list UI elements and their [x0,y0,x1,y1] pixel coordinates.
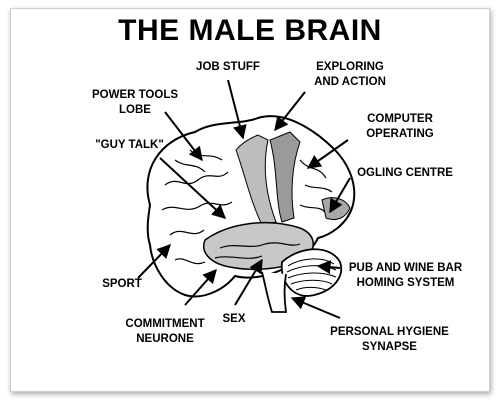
arrow-ogling [329,177,351,214]
arrow-power-tools [164,111,203,162]
label-power-tools: POWER TOOLS LOBE [91,89,179,116]
label-sport: SPORT [102,278,142,290]
exploring-strip-shading [269,131,301,223]
label-sex: SEX [222,313,246,325]
label-exploring: EXPLORING AND ACTION [314,61,386,88]
arrow-pub [316,260,341,275]
arrow-computer [306,139,349,169]
label-ogling: OGLING CENTRE [357,167,453,179]
label-commitment: COMMITMENT NEURONE [125,318,205,345]
arrow-job-stuff [227,79,247,140]
diagram-title: THE MALE BRAIN [118,14,382,47]
pointer-arrows [137,79,351,319]
arrow-commitment [184,268,217,306]
arrow-exploring [274,91,306,132]
label-computer: COMPUTER OPERATING [366,113,434,140]
label-job-stuff: JOB STUFF [196,61,260,73]
brain-stem [261,271,288,313]
label-guy-talk: "GUY TALK" [95,139,164,151]
label-pub: PUB AND WINE BAR HOMING SYSTEM [348,262,463,289]
arrow-guy-talk [159,157,227,219]
arrow-sport [137,243,171,279]
label-hygiene: PERSONAL HYGIENE SYNAPSE [330,326,449,353]
arrow-hygiene [290,296,341,319]
arrow-sex [234,258,263,306]
motor-strip-shading [235,134,277,226]
